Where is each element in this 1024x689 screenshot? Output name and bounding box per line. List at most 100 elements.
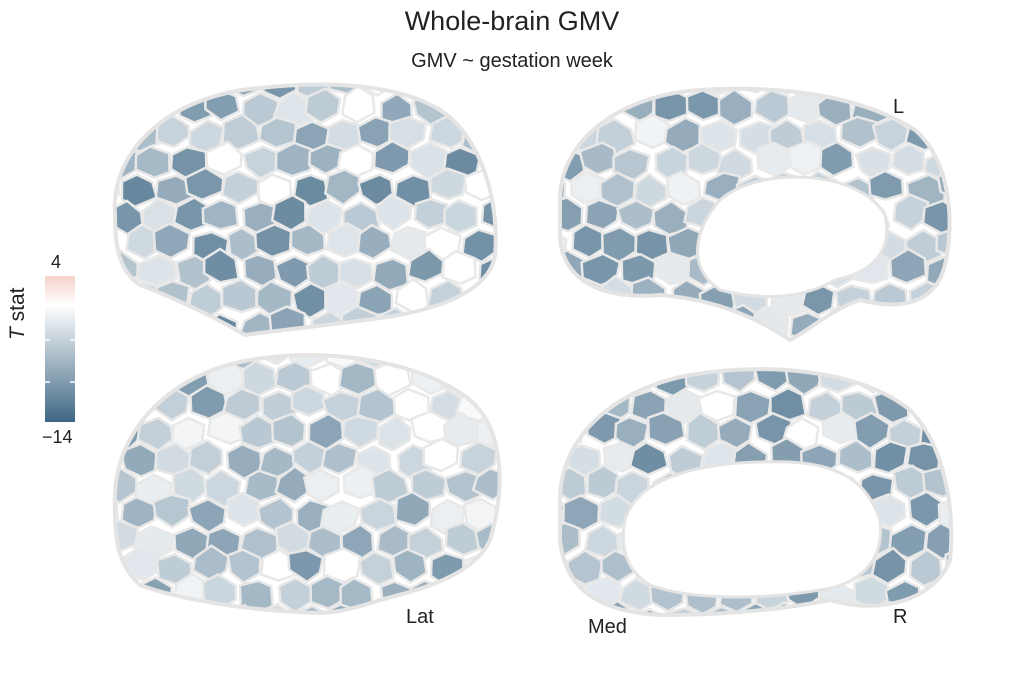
parcel [225, 442, 264, 481]
parcel [938, 606, 952, 615]
parcel [323, 168, 362, 207]
parcel [114, 90, 137, 127]
parcel [560, 369, 582, 396]
parcel [615, 199, 656, 232]
colorbar-ticks [45, 339, 75, 383]
parcel [560, 227, 568, 265]
parcel [604, 330, 638, 364]
parcel [193, 84, 228, 97]
parcel [480, 195, 496, 232]
parcel [940, 117, 950, 154]
parcel [560, 88, 586, 121]
parcel [114, 84, 119, 102]
parcel [633, 113, 671, 150]
parcel [684, 308, 722, 340]
parcel [114, 386, 121, 423]
brain-outline [558, 367, 954, 618]
parcel [856, 304, 891, 340]
parcel [187, 438, 224, 477]
colorbar-max-label: 4 [51, 252, 62, 272]
parcel [717, 88, 754, 127]
parcel [584, 303, 621, 340]
parcel [123, 355, 162, 367]
parcel [465, 606, 500, 613]
parcel [422, 437, 460, 473]
parcel [538, 333, 571, 365]
parcel [476, 361, 500, 396]
parcel [890, 142, 926, 177]
parcel [114, 466, 139, 505]
parcel [628, 440, 670, 477]
chart-subtitle: GMV ~ gestation week [411, 50, 613, 72]
parcel [114, 307, 146, 335]
parcel [302, 468, 340, 503]
parcel [752, 369, 792, 393]
parcel [114, 356, 143, 394]
parcel [441, 578, 478, 613]
chart-title: Whole-brain GMV [404, 6, 620, 36]
parcel [410, 410, 450, 444]
parcel [839, 603, 878, 615]
parcel [238, 579, 275, 613]
parcel [565, 334, 600, 364]
parcel [114, 355, 128, 369]
parcel [183, 166, 225, 202]
brain-left-lateral [114, 84, 496, 335]
parcel [924, 521, 952, 561]
parcel [152, 222, 192, 260]
parcel [141, 309, 176, 335]
parcel [868, 88, 910, 99]
parcel [560, 601, 568, 615]
parcel [560, 196, 584, 233]
parcel [357, 173, 395, 207]
parcel [340, 85, 376, 124]
parcel [461, 228, 496, 264]
parcel [735, 336, 769, 365]
parcel [686, 141, 723, 176]
parcel [134, 145, 171, 179]
parcel [292, 173, 330, 209]
parcel [917, 307, 950, 340]
parcel [888, 522, 928, 560]
parcel [938, 389, 952, 425]
parcel [839, 115, 880, 150]
label-medial: Med [588, 616, 627, 638]
parcel [474, 576, 500, 610]
parcel [560, 388, 570, 426]
parcel [584, 369, 625, 397]
parcel [560, 120, 574, 155]
parcel [873, 334, 907, 365]
brain-outline [112, 82, 498, 338]
parcel [570, 170, 605, 205]
parcel [564, 88, 603, 98]
brain-outline [558, 86, 952, 343]
parcel [560, 172, 567, 208]
parcel [698, 88, 739, 96]
parcel [424, 355, 462, 365]
colorbar [45, 276, 75, 422]
parcel [560, 575, 586, 615]
parcel [838, 88, 876, 100]
parcel [123, 84, 162, 96]
parcel [377, 414, 412, 452]
parcel [888, 303, 927, 340]
parcel [867, 169, 905, 201]
parcel [439, 305, 480, 335]
parcel [697, 389, 737, 423]
parcel [872, 439, 909, 475]
parcel [560, 304, 583, 340]
parcel [341, 414, 380, 450]
parcel [226, 491, 264, 528]
parcel [257, 116, 298, 150]
parcel [114, 602, 125, 613]
parcel [394, 490, 432, 528]
parcel [375, 193, 413, 232]
parcel [599, 88, 640, 101]
brain-outline [112, 353, 502, 615]
parcel [870, 281, 909, 318]
parcel [443, 198, 478, 235]
brain-right-lateral [114, 355, 500, 613]
parcel [153, 607, 192, 613]
brain-right-medial [538, 330, 952, 615]
